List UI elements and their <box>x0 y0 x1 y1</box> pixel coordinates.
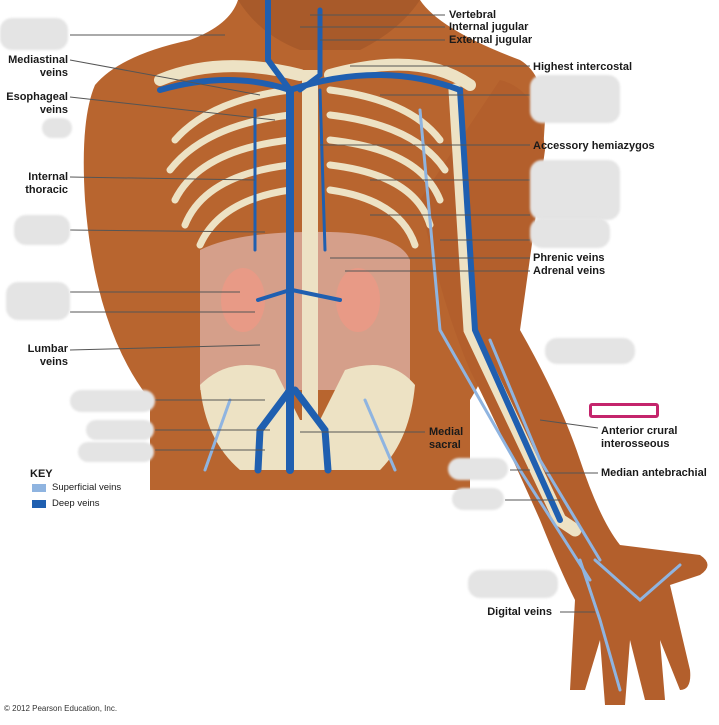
blank-label <box>42 118 72 138</box>
blank-label <box>530 75 620 123</box>
superficial-veins <box>203 108 682 692</box>
blank-label <box>530 160 620 220</box>
copyright-text: © 2012 Pearson Education, Inc. <box>4 704 118 713</box>
label-highest-intercostal: Highest intercostal <box>533 61 633 73</box>
label-vertebral: Vertebral <box>449 9 497 21</box>
label-median-antebrachial: Median antebrachial <box>601 467 707 479</box>
blank-label <box>448 458 508 480</box>
label-accessory-hemiazygos: Accessory hemiazygos <box>533 140 655 152</box>
arm-skin <box>420 80 708 705</box>
clavicle-left <box>154 60 306 86</box>
blank-label <box>70 390 155 412</box>
blank-label <box>0 18 68 50</box>
blank-label <box>6 282 70 320</box>
blank-label <box>452 488 504 510</box>
kidney-right <box>336 268 380 332</box>
neck <box>238 0 420 50</box>
legend-key: KEY Superficial veins Deep veins <box>26 466 134 514</box>
highlight-annotation-box <box>589 403 659 418</box>
key-item-deep: Deep veins <box>52 498 100 509</box>
kidney-left <box>221 268 265 332</box>
label-adrenal-veins: Adrenal veins <box>533 265 606 277</box>
blank-label <box>86 420 154 440</box>
ribcage <box>166 86 449 249</box>
label-external-jugular: External jugular <box>449 34 533 46</box>
pelvis <box>200 365 415 470</box>
swatch-deep <box>32 500 46 508</box>
blank-label <box>14 215 70 245</box>
blank-label <box>545 338 635 364</box>
spine <box>302 70 318 450</box>
leader-lines <box>69 14 599 613</box>
swatch-superficial <box>32 484 46 492</box>
label-phrenic-veins: Phrenic veins <box>533 252 605 264</box>
clavicle-right <box>324 58 476 91</box>
label-digital-veins: Digital veins <box>487 606 552 618</box>
blank-label <box>530 218 610 248</box>
key-item-superficial: Superficial veins <box>52 482 122 493</box>
label-internal-jugular: Internal jugular <box>449 21 529 33</box>
key-title: KEY <box>30 468 53 480</box>
blank-label <box>468 570 558 598</box>
blank-label <box>78 442 154 462</box>
